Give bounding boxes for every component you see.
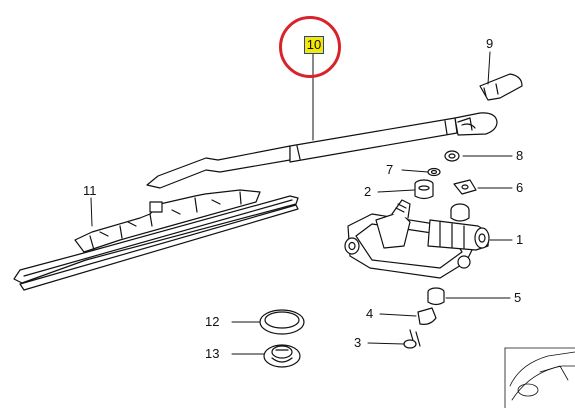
- cap-part-8: [444, 150, 460, 162]
- callout-10[interactable]: 10: [304, 36, 324, 54]
- callout-8[interactable]: 8: [516, 148, 524, 163]
- spacer-part-4: [417, 307, 437, 325]
- callout-9[interactable]: 9: [486, 36, 494, 51]
- callout-7[interactable]: 7: [386, 162, 394, 177]
- callout-6[interactable]: 6: [516, 180, 524, 195]
- screw-part-3: [403, 329, 421, 349]
- callout-12[interactable]: 12: [205, 314, 220, 329]
- callout-5[interactable]: 5: [514, 290, 522, 305]
- callout-11[interactable]: 11: [83, 183, 97, 198]
- vehicle-location-inset: [504, 347, 575, 409]
- leader-lines: [90, 51, 513, 355]
- cap-nut-part-13: [263, 344, 301, 368]
- callout-13[interactable]: 13: [205, 346, 220, 361]
- callout-2[interactable]: 2: [364, 184, 372, 199]
- callout-3[interactable]: 3: [354, 335, 362, 350]
- grommet-part-2: [414, 179, 434, 200]
- wiper-blade: [13, 189, 299, 291]
- highlight-ring: [279, 16, 341, 78]
- callout-4[interactable]: 4: [366, 306, 374, 321]
- nut-plate-part-6: [453, 179, 477, 195]
- arm-cover-part-9: [479, 73, 523, 101]
- washer-part-7: [427, 167, 441, 177]
- wiper-arm: [146, 112, 498, 189]
- seal-ring-part-12: [259, 309, 305, 335]
- bushing-part-5: [427, 287, 445, 306]
- wiper-motor: [344, 199, 490, 279]
- callout-1[interactable]: 1: [516, 232, 524, 247]
